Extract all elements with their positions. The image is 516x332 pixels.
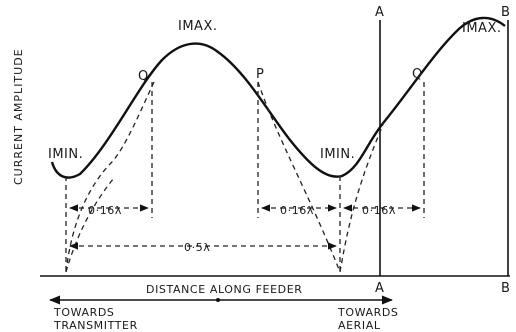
direction-left-line1: TOWARDS — [53, 306, 114, 319]
line-b-bottom-label: B — [501, 281, 510, 296]
dashed-envelope-center-right — [339, 121, 385, 273]
dashed-envelope-left — [65, 81, 155, 273]
dimension-label-2: 0·16λ — [280, 204, 314, 217]
y-axis-label: CURRENT AMPLITUDE — [12, 48, 25, 185]
current-amplitude-curve — [50, 16, 506, 179]
direction-right-line2: AERIAL — [338, 319, 381, 332]
min-label-1: IMIN. — [48, 147, 83, 162]
direction-left-line2: TRANSMITTER — [53, 319, 138, 332]
direction-right-line1: TOWARDS — [337, 306, 398, 319]
line-a-top-label: A — [375, 5, 384, 20]
dashed-envelope-center-left — [257, 81, 341, 273]
point-p-label: P — [256, 67, 264, 82]
min-label-2: IMIN. — [320, 147, 355, 162]
point-q2-label: Q — [412, 67, 423, 82]
dashed-envelope-left-2 — [65, 177, 115, 273]
line-b-top-label: B — [501, 5, 510, 20]
peak-label-1: IMAX. — [178, 19, 217, 34]
direction-arrow-center-dot — [216, 298, 220, 302]
dimension-label-3: 0·16λ — [362, 204, 396, 217]
point-q1-label: Q — [138, 69, 149, 84]
dimension-label-half: 0·5λ — [184, 241, 210, 254]
x-axis-label: DISTANCE ALONG FEEDER — [146, 283, 303, 296]
line-a-bottom-label: A — [375, 281, 384, 296]
peak-label-2: IMAX. — [462, 21, 501, 36]
dimension-label-1: 0·16λ — [88, 204, 122, 217]
